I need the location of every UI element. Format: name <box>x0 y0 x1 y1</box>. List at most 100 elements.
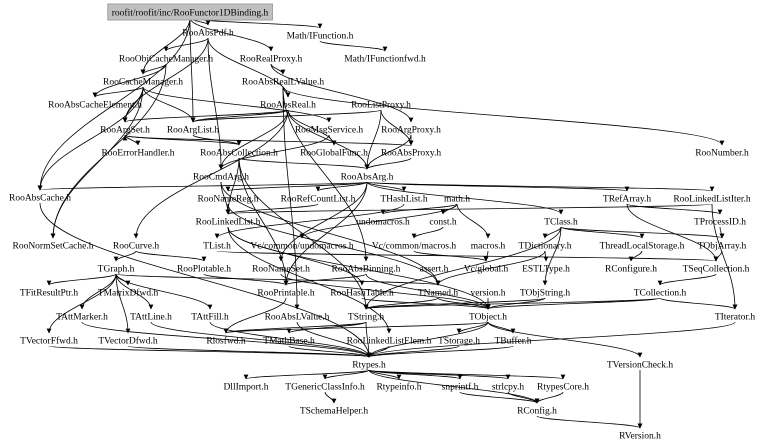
node-dll-import[interactable]: DllImport.h <box>223 383 268 393</box>
node-riosfwd[interactable]: Riosfwd.h <box>206 336 246 347</box>
edge-tgraph-to-tvector-ffwd <box>46 273 117 334</box>
node-tversion-check[interactable]: TVersionCheck.h <box>607 361 673 371</box>
node-tatt-fill[interactable]: TAttFill.h <box>191 313 229 323</box>
node-roo-hash-table[interactable]: RooHashTable.h <box>330 289 394 299</box>
node-roo-error-handler[interactable]: RooErrorHandler.h <box>101 149 174 159</box>
node-tprocess-id[interactable]: TProcessID.h <box>694 218 746 228</box>
node-tstorage[interactable]: TStorage.h <box>438 337 480 347</box>
node-roo-name-reg[interactable]: RooNameReg.h <box>198 195 259 205</box>
node-tnamed[interactable]: TNamed.h <box>418 289 459 299</box>
node-undomacros[interactable]: undomacros.h <box>356 218 410 228</box>
node-tschema-helper[interactable]: TSchemaHelper.h <box>300 407 369 417</box>
node-tatt-line[interactable]: TAttLine.h <box>130 313 172 323</box>
node-tlist[interactable]: TList.h <box>203 242 231 252</box>
node-tcollection[interactable]: TCollection.h <box>634 289 687 299</box>
node-roo-name-set[interactable]: RooNameSet.h <box>252 265 310 275</box>
node-tgraph[interactable]: TGraph.h <box>98 265 135 275</box>
node-roo-real-proxy[interactable]: RooRealProxy.h <box>240 55 303 65</box>
node-vc-undomacros[interactable]: Vc/common/undomacros.h <box>250 242 353 252</box>
node-estltype[interactable]: ESTLType.h <box>522 265 570 275</box>
node-tref-array[interactable]: TRefArray.h <box>603 194 651 205</box>
node-roo-linked-list[interactable]: RooLinkedList.h <box>196 218 261 228</box>
node-label: RooPlotable.h <box>177 265 231 275</box>
edge-roo-name-reg-to-tnamed <box>227 203 441 286</box>
node-macros[interactable]: macros.h <box>471 242 506 252</box>
node-roo-abs-binning[interactable]: RooAbsBinning.h <box>332 265 401 275</box>
node-label: assert.h <box>420 265 449 275</box>
node-roo-cache-manager[interactable]: RooCacheManager.h <box>103 78 183 88</box>
node-roo-linked-list-elem[interactable]: RooLinkedListElem.h <box>347 337 432 347</box>
node-label: RooAbsReal.h <box>260 101 316 111</box>
node-rtypeinfo[interactable]: Rtypeinfo.h <box>376 382 421 393</box>
edge-roo-abs-proxy-to-roo-arg-set <box>122 135 412 147</box>
node-rversion[interactable]: RVersion.h <box>619 432 661 442</box>
node-roo-plotable[interactable]: RooPlotable.h <box>177 265 231 275</box>
node-tvector-ffwd[interactable]: TVectorFfwd.h <box>20 336 78 347</box>
node-tstring[interactable]: TString.h <box>348 313 384 323</box>
node-roo-printable[interactable]: RooPrintable.h <box>257 289 315 299</box>
node-roo-abs-proxy[interactable]: RooAbsProxy.h <box>381 149 442 159</box>
node-rconfig[interactable]: RConfig.h <box>517 406 557 417</box>
node-tmatrix-dfwd[interactable]: TMatrixDfwd.h <box>98 288 159 299</box>
node-root[interactable]: roofit/roofit/inc/RooFunctor1DBinding.h <box>107 3 273 21</box>
node-roo-abs-real-lvalue[interactable]: RooAbsRealLValue.h <box>242 78 324 88</box>
node-roo-norm-set-cache[interactable]: RooNormSetCache.h <box>12 242 93 252</box>
node-tgeneric-class-info[interactable]: TGenericClassInfo.h <box>285 382 365 393</box>
node-roo-obj-cache-manager[interactable]: RooObjCacheManager.h <box>119 55 213 65</box>
node-rconfigure[interactable]: RConfigure.h <box>605 264 657 275</box>
node-roo-global-func[interactable]: RooGlobalFunc.h <box>300 149 368 159</box>
node-tmath-base[interactable]: TMathBase.h <box>263 337 315 347</box>
node-roo-ref-count-list[interactable]: RooRefCountList.h <box>281 194 356 205</box>
node-rtypes-core[interactable]: RtypesCore.h <box>537 383 589 393</box>
node-math-ifunctionfwd[interactable]: Math/IFunctionfwd.h <box>344 54 426 65</box>
node-tbuffer[interactable]: TBuffer.h <box>494 336 531 347</box>
node-tobj-string[interactable]: TObjString.h <box>520 289 570 299</box>
node-roo-abs-real[interactable]: RooAbsReal.h <box>260 101 316 111</box>
edge-roo-hash-table-to-tobject <box>361 297 491 310</box>
node-roo-arg-set[interactable]: RooArgSet.h <box>100 126 150 136</box>
node-rtypes[interactable]: Rtypes.h <box>352 361 386 371</box>
node-tobj-array[interactable]: TObjArray.h <box>698 242 747 252</box>
node-tobject[interactable]: TObject.h <box>469 313 507 323</box>
node-vc-global[interactable]: Vc/global.h <box>464 265 509 275</box>
node-roo-abs-cache[interactable]: RooAbsCache.h <box>9 194 71 204</box>
node-vc-macros[interactable]: Vc/common/macros.h <box>372 242 456 252</box>
node-roo-arg-proxy[interactable]: RooArgProxy.h <box>381 126 441 136</box>
node-tvector-dfwd[interactable]: TVectorDfwd.h <box>98 336 158 347</box>
node-roo-msg-service[interactable]: RooMsgService.h <box>295 126 364 136</box>
node-version[interactable]: version.h <box>470 289 505 299</box>
node-roo-abs-collection[interactable]: RooAbsCollection.h <box>200 149 278 159</box>
node-label: RooCacheManager.h <box>103 78 183 88</box>
node-const[interactable]: const.h <box>429 218 456 228</box>
node-math-ifunction[interactable]: Math/IFunction.h <box>287 32 354 42</box>
node-thread-local-storage[interactable]: ThreadLocalStorage.h <box>600 242 685 252</box>
node-tdictionary[interactable]: TDictionary.h <box>519 242 572 252</box>
node-tatt-marker[interactable]: TAttMarker.h <box>56 313 108 323</box>
node-roo-linked-list-iter[interactable]: RooLinkedListIter.h <box>673 195 751 205</box>
edge-tdictionary-to-estltype <box>543 250 549 262</box>
node-roo-abs-lvalue[interactable]: RooAbsLValue.h <box>265 313 330 323</box>
node-roo-cmd-arg[interactable]: RooCmdArg.h <box>193 173 249 183</box>
node-tseq-collection[interactable]: TSeqCollection.h <box>683 265 750 275</box>
node-titerator[interactable]: TIterator.h <box>715 313 756 323</box>
node-roo-abs-pdf[interactable]: RooAbsPdf.h <box>182 28 234 39</box>
node-roo-number[interactable]: RooNumber.h <box>695 149 749 159</box>
node-thash-list[interactable]: THashList.h <box>380 195 427 205</box>
node-strlcpy[interactable]: strlcpy.h <box>492 383 525 393</box>
node-mathh[interactable]: math.h <box>444 195 470 205</box>
edge-tseq-collection-to-tcollection <box>657 273 717 286</box>
edge-rtypes-to-rtypeinfo <box>368 369 402 380</box>
edge-tclass-to-thread-local-storage <box>560 226 645 239</box>
edge-rtypes-to-tgeneric-class-info <box>322 369 370 380</box>
node-roo-abs-arg[interactable]: RooAbsArg.h <box>341 173 394 183</box>
node-assert[interactable]: assert.h <box>420 265 449 275</box>
node-roo-list-proxy[interactable]: RooListProxy.h <box>351 101 411 111</box>
node-roo-abs-cache-element[interactable]: RooAbsCacheElement.h <box>48 101 142 111</box>
node-tclass[interactable]: TClass.h <box>544 218 578 228</box>
edge-tobj-string-to-tstring <box>363 297 546 310</box>
node-roo-arg-list[interactable]: RooArgList.h <box>167 126 220 136</box>
node-roo-curve[interactable]: RooCurve.h <box>113 242 159 252</box>
node-snprintf[interactable]: snprintf.h <box>442 382 479 393</box>
node-label: Vc/common/undomacros.h <box>250 242 353 252</box>
node-tfit-result-ptr[interactable]: TFitResultPtr.h <box>20 289 79 299</box>
